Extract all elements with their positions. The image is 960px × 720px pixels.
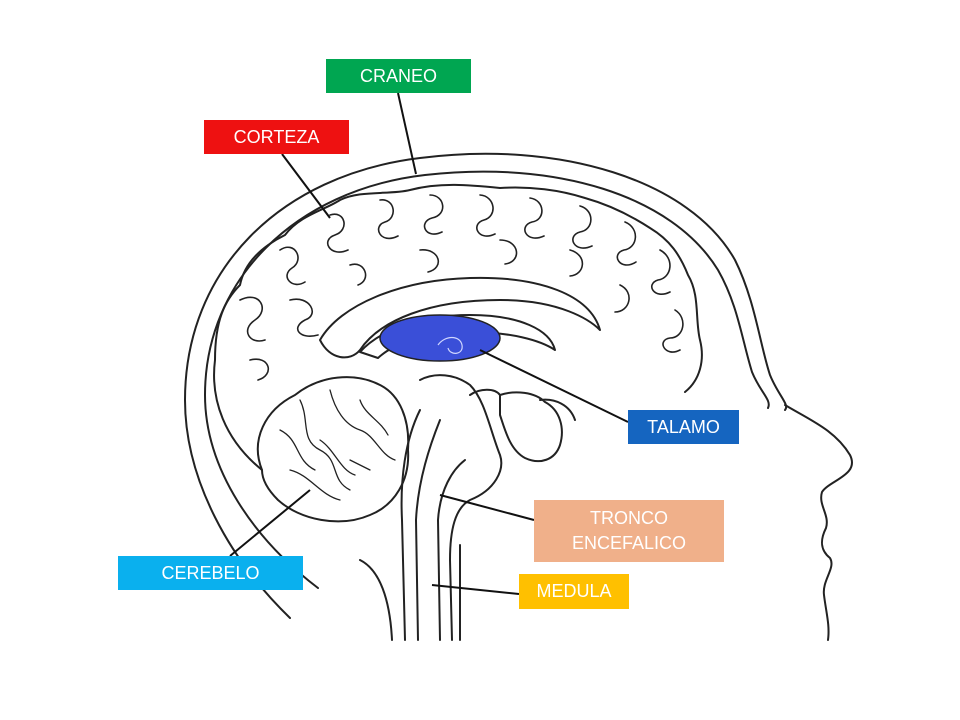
- gyri-folds: [239, 194, 684, 381]
- label-tronco-encefalico: TRONCO ENCEFALICO: [534, 500, 724, 562]
- thalamus-region: [379, 314, 501, 362]
- label-craneo: CRANEO: [326, 59, 471, 93]
- label-corteza: CORTEZA: [204, 120, 349, 154]
- label-tronco-line2: ENCEFALICO: [571, 533, 687, 553]
- cerebellum-folia: [279, 389, 396, 501]
- leader-medula: [431, 584, 520, 595]
- brainstem-outline: [400, 374, 503, 641]
- spinal-cord-outline: [415, 419, 466, 641]
- neck-outline: [359, 559, 393, 641]
- leader-corteza: [281, 153, 331, 219]
- label-tronco-line1: TRONCO: [590, 508, 668, 528]
- leader-cerebelo: [229, 489, 311, 557]
- skull-outline: [184, 152, 788, 619]
- sphenoid-outline: [469, 388, 576, 463]
- label-medula: MEDULA: [519, 574, 629, 609]
- label-craneo-text: CRANEO: [359, 65, 437, 86]
- corpus-callosum: [319, 276, 601, 359]
- label-talamo-text: TALAMO: [647, 416, 720, 437]
- leader-talamo: [479, 349, 629, 423]
- cortex-outline: [213, 183, 703, 471]
- label-medula-text: MEDULA: [536, 581, 612, 601]
- leader-tronco: [439, 494, 535, 521]
- label-cerebelo-text: CEREBELO: [161, 562, 260, 583]
- label-cerebelo: CEREBELO: [118, 556, 303, 590]
- thalamus-detail: [437, 336, 463, 354]
- label-corteza-text: CORTEZA: [233, 126, 320, 147]
- cerebellum-outline: [256, 376, 410, 523]
- label-talamo: TALAMO: [628, 410, 739, 444]
- skull-inner-outline: [204, 170, 770, 589]
- leader-craneo: [397, 92, 417, 175]
- face-profile: [784, 404, 853, 641]
